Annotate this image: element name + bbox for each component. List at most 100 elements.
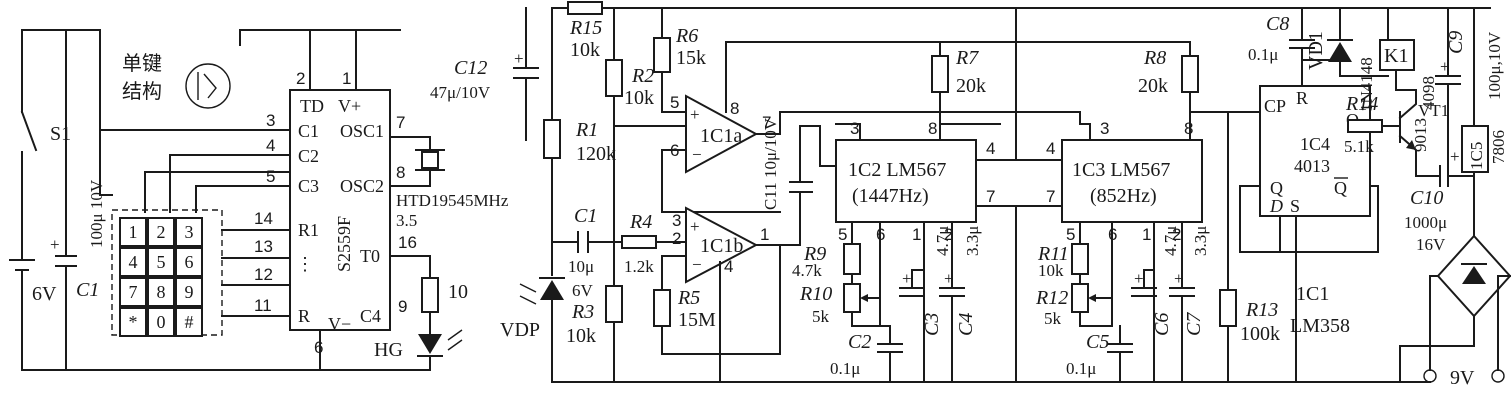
c1-rx-value: 10μ: [568, 257, 594, 276]
ff-pin-r: R: [1296, 88, 1308, 108]
pin-4: 4: [266, 136, 275, 155]
decoder-section: 1C2 LM567 (1447Hz) 3 8 4 7 5 6 1 2 R7 20…: [792, 7, 1251, 383]
encoder-pin-c3: C3: [298, 176, 319, 196]
c3-name: C3: [921, 313, 943, 336]
r14-value: 5.1k: [1344, 137, 1374, 156]
encoder-pin-c4: C4: [360, 306, 381, 326]
c8-value: 0.1μ: [1248, 45, 1278, 64]
c10-plus: +: [1450, 147, 1460, 166]
opamp-a-label: 1C1a: [700, 125, 742, 147]
r4-value: 1.2k: [624, 257, 654, 276]
r3-supply: 6V: [572, 281, 594, 300]
resistor-r11: [1071, 243, 1089, 275]
ic3-pin7: 7: [1046, 187, 1055, 206]
keypad-key[interactable]: 1: [129, 222, 138, 242]
keypad-key[interactable]: 0: [157, 312, 166, 332]
c2-value: 0.1μ: [830, 359, 860, 378]
ic5-label: 1C5: [1467, 142, 1486, 170]
led-label: HG: [374, 339, 403, 361]
encoder-pin-r: R: [298, 306, 310, 326]
ic2-freq: (1447Hz): [852, 185, 929, 207]
keypad-key[interactable]: 3: [185, 222, 194, 242]
led-resistor-value: 10: [448, 281, 468, 303]
keypad-key-frame[interactable]: [147, 217, 175, 247]
keypad-key[interactable]: 7: [129, 282, 138, 302]
keypad-key-frame[interactable]: [147, 247, 175, 277]
keypad-key[interactable]: 2: [157, 222, 166, 242]
c11-label: C11 10μ/10V: [761, 117, 780, 210]
keypad-key-frame[interactable]: [119, 307, 147, 337]
r3-value: 10k: [566, 325, 596, 347]
c1-tx-name: C1: [76, 279, 99, 301]
relay-label: K1: [1384, 45, 1408, 67]
c2-name: C2: [848, 331, 871, 353]
c6-value: 4.7μ: [1161, 226, 1180, 256]
keypad-key-frame[interactable]: [119, 217, 147, 247]
c3-plus: +: [902, 269, 912, 288]
c1-rx-name: C1: [574, 205, 597, 227]
ic1-part: LM358: [1290, 315, 1350, 337]
ff-pin-cp: CP: [1264, 96, 1286, 116]
opamp-a-pin8: 8: [730, 99, 739, 118]
r8-name: R8: [1143, 47, 1166, 69]
encoder-pin-vm: V−: [328, 314, 351, 334]
keypad-key[interactable]: 9: [185, 282, 194, 302]
vt1-part: 9013: [1411, 118, 1430, 152]
keypad-key-frame[interactable]: [175, 247, 203, 277]
keypad-key[interactable]: 6: [185, 252, 194, 272]
r13-value: 100k: [1240, 323, 1280, 345]
r14-name: R14: [1345, 93, 1378, 115]
relay-part: 4098: [1419, 76, 1438, 110]
supply-terminal-right: [1491, 369, 1505, 383]
keypad-key-frame[interactable]: [147, 277, 175, 307]
relay-k1: [1379, 39, 1415, 71]
ff-pin-s: S: [1290, 196, 1300, 216]
pin-35: 3.5: [396, 211, 417, 230]
keypad-note-2: 结构: [122, 80, 162, 103]
r15-name: R15: [569, 17, 602, 39]
ic5-part: 7806: [1489, 130, 1508, 164]
ic1-label: 1C1: [1296, 283, 1329, 305]
keypad-key[interactable]: *: [129, 312, 138, 332]
resistor-r9: [843, 243, 861, 275]
opamp-b-label: 1C1b: [700, 235, 743, 257]
bridge-diode-icon: [1462, 266, 1486, 284]
resistor-r1: [543, 119, 561, 159]
pin-1: 1: [342, 69, 351, 88]
opamp-1c1a: [685, 94, 759, 174]
keypad-key-frame[interactable]: [175, 277, 203, 307]
keypad-key[interactable]: 4: [129, 252, 138, 272]
keypad-key-frame[interactable]: [175, 307, 203, 337]
c1-tx-value: 100μ 10V: [87, 179, 106, 248]
encoder-ic-s2559f: [289, 89, 391, 331]
pin-8: 8: [396, 163, 405, 182]
vd1-label: VD1: [1305, 31, 1327, 70]
r1-value: 120k: [576, 143, 616, 165]
c9-name: C9: [1445, 31, 1467, 54]
encoder-pin-t0: T0: [360, 246, 380, 266]
encoder-pin-vp: V+: [338, 96, 361, 116]
ic2-pin4: 4: [986, 139, 995, 158]
keypad-key[interactable]: 5: [157, 252, 166, 272]
photodiode-label: VDP: [500, 319, 540, 341]
decoder-ic2: [835, 139, 977, 223]
keypad-key[interactable]: 8: [157, 282, 166, 302]
keypad-key-frame[interactable]: [119, 247, 147, 277]
keypad-key-frame[interactable]: [175, 217, 203, 247]
ff-pin-qd: Q: [1270, 178, 1283, 198]
ic3-title: 1C3 LM567: [1072, 159, 1170, 181]
c12-value: 47μ/10V: [430, 83, 491, 102]
r11-value: 10k: [1038, 261, 1064, 280]
keypad-key-frame[interactable]: [119, 277, 147, 307]
battery-label: 6V: [32, 283, 57, 305]
ic4-part: 4013: [1294, 156, 1330, 176]
keypad-key-frame[interactable]: [147, 307, 175, 337]
ic4-label: 1C4: [1300, 134, 1330, 154]
resistor-r8: [1181, 55, 1199, 93]
vd1-part: 1N4148: [1357, 57, 1376, 112]
keypad-key[interactable]: #: [185, 312, 194, 332]
r8-value: 20k: [1138, 75, 1168, 97]
r12-name: R12: [1035, 287, 1068, 309]
encoder-pin-osc1: OSC1: [340, 121, 384, 141]
